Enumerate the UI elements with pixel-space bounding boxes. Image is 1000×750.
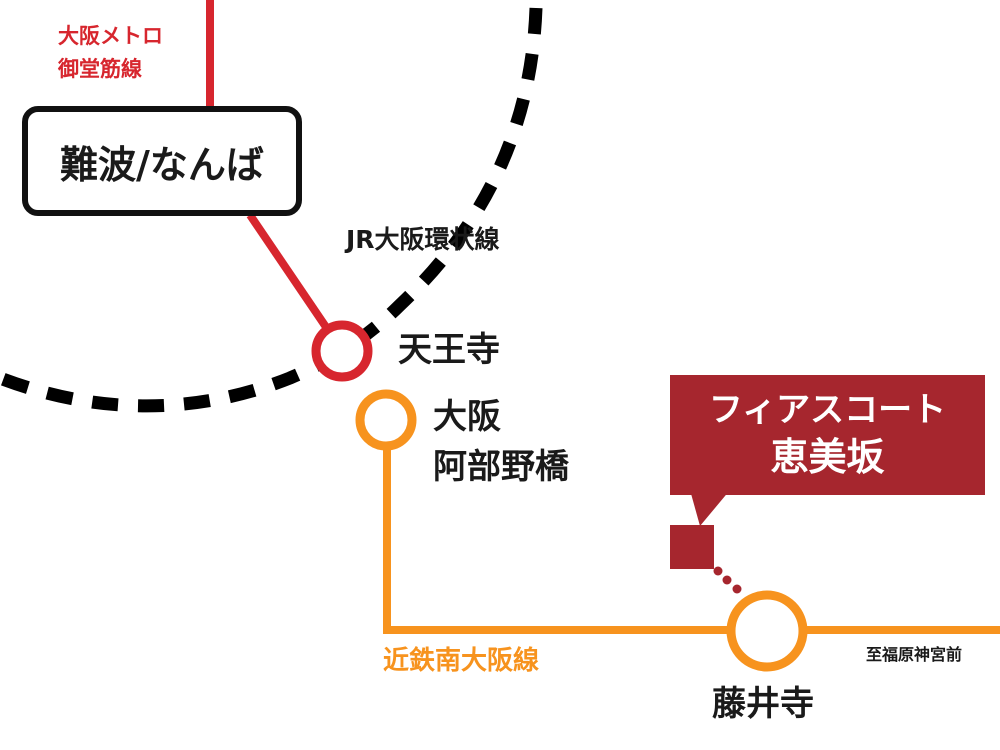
namba-station-box[interactable]: 難波/なんば: [22, 106, 302, 216]
property-callout[interactable]: フィアスコート 恵美坂: [670, 375, 985, 495]
jr-line-label: JR大阪環状線: [346, 225, 500, 254]
tennoji-station-marker[interactable]: [311, 320, 373, 382]
metro-line-label-2: 御堂筋線: [58, 57, 142, 81]
walk-dot: [713, 566, 723, 576]
abeno-label-2: 阿部野橋: [433, 447, 569, 487]
callout-tail: [690, 490, 730, 526]
tennoji-station-label: 天王寺: [398, 330, 500, 370]
namba-station-label: 難波/なんば: [60, 142, 264, 187]
property-name-line1: フィアスコート: [708, 390, 947, 430]
property-name-line2: 恵美坂: [770, 435, 885, 479]
destination-label: 至福原神宮前: [866, 645, 963, 664]
abeno-station-label: 大阪 阿部野橋: [433, 392, 569, 492]
jr-loop-line: [0, 7, 543, 413]
abeno-label-1: 大阪: [433, 397, 501, 437]
metro-line-label-1: 大阪メトロ: [58, 24, 163, 48]
walk-dot: [732, 584, 742, 594]
walk-dot: [722, 575, 732, 585]
fujiidera-station-marker[interactable]: [726, 590, 808, 672]
metro-line-label: 大阪メトロ 御堂筋線: [58, 20, 163, 86]
metro-line-segment: [246, 212, 332, 333]
abeno-station-marker[interactable]: [355, 389, 417, 451]
property-marker[interactable]: [670, 525, 714, 569]
fujiidera-station-label: 藤井寺: [712, 684, 814, 724]
kintetsu-line-label: 近鉄南大阪線: [383, 646, 540, 676]
